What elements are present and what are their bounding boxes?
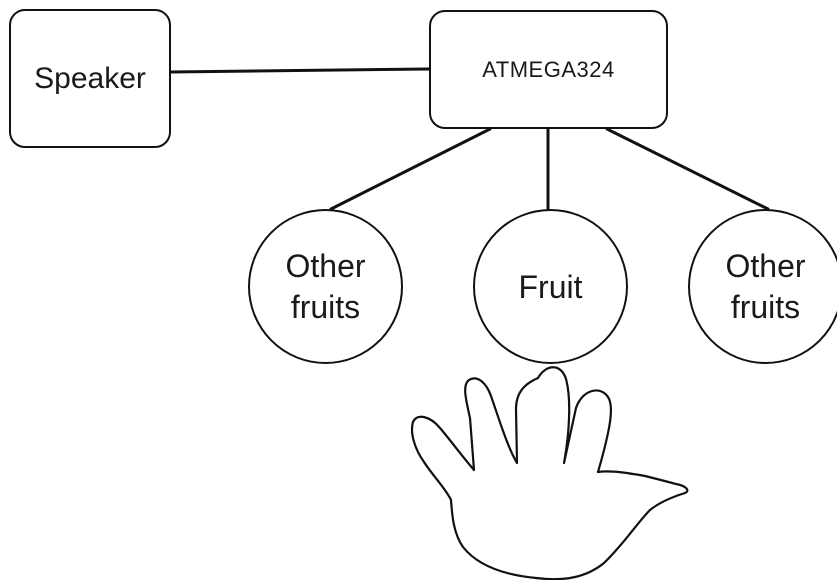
connector-microcontroller-to-right-fruit <box>605 127 770 211</box>
speaker-label: Speaker <box>34 61 146 95</box>
other-fruits-line2-right: fruits <box>730 288 801 325</box>
other-fruits-label-left: Other fruits <box>285 246 365 328</box>
other-fruits-line1-right: Other <box>725 247 806 284</box>
microcontroller-node: ATMEGA324 <box>429 10 668 129</box>
other-fruits-node-left: Other fruits <box>248 209 403 364</box>
other-fruits-label-right: Other fruits <box>725 246 805 328</box>
connector-speaker-to-microcontroller <box>169 67 431 74</box>
fruit-label: Fruit <box>518 268 583 305</box>
other-fruits-line2-left: fruits <box>290 288 361 325</box>
microcontroller-label: ATMEGA324 <box>482 56 615 82</box>
other-fruits-node-right: Other fruits <box>688 209 837 364</box>
connector-microcontroller-to-left-fruit <box>329 127 492 211</box>
speaker-node: Speaker <box>9 9 171 148</box>
hand-outline-icon <box>410 366 689 580</box>
fruit-node: Fruit <box>473 209 628 364</box>
other-fruits-line1-left: Other <box>285 247 366 284</box>
